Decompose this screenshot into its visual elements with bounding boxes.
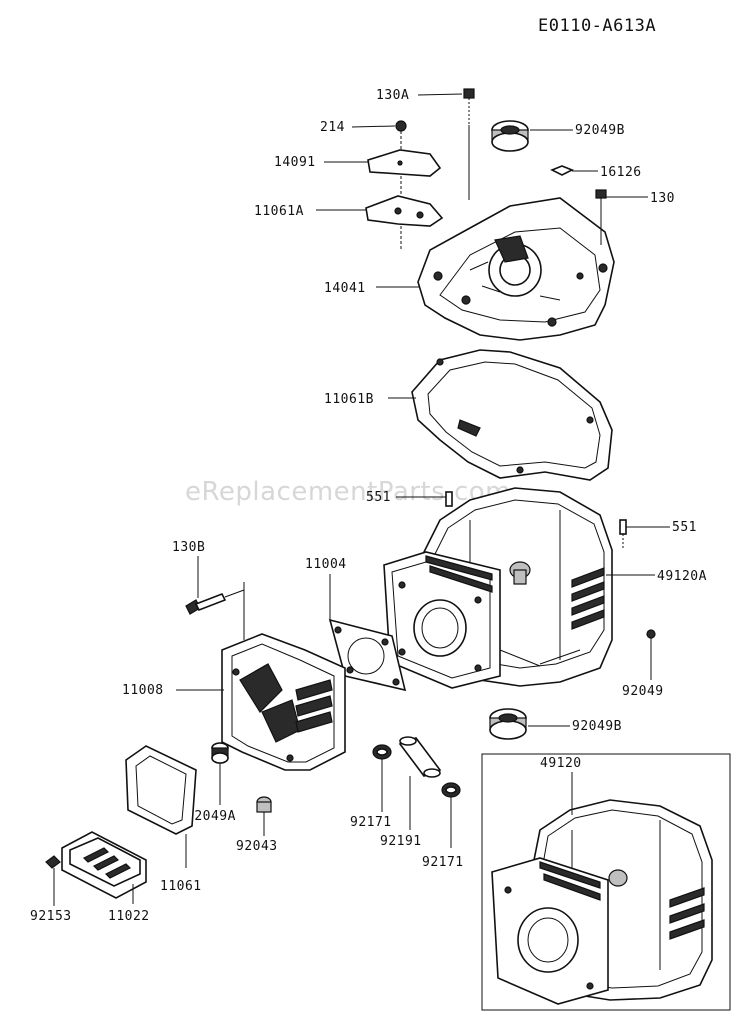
gasket-11061 bbox=[125, 745, 197, 868]
label-92049b-bottom: 92049B bbox=[572, 719, 622, 734]
seal-92049 bbox=[646, 629, 656, 680]
label-11061a: 11061A bbox=[254, 204, 304, 219]
plate-14091 bbox=[367, 149, 442, 177]
label-11008: 11008 bbox=[122, 683, 164, 698]
label-130a: 130A bbox=[376, 88, 409, 103]
valve-cover-11022 bbox=[61, 831, 147, 904]
dowel-pin-551-right bbox=[619, 519, 627, 548]
gasket-11061b bbox=[411, 349, 613, 481]
head-gasket-11004 bbox=[328, 618, 407, 692]
bolt-92153 bbox=[45, 855, 61, 906]
label-92049b-top: 92049B bbox=[575, 123, 625, 138]
crankcase-cover-14041 bbox=[417, 197, 615, 341]
label-130b: 130B bbox=[172, 540, 205, 555]
label-92191: 92191 bbox=[380, 834, 422, 849]
clamp-92171-right bbox=[441, 782, 461, 848]
oil-seal-92049b-top bbox=[491, 120, 529, 152]
bolt-130a bbox=[463, 88, 475, 200]
label-11004: 11004 bbox=[305, 557, 347, 572]
gasket-11061a bbox=[365, 195, 444, 227]
stud-92043 bbox=[256, 796, 272, 836]
label-92043: 92043 bbox=[236, 839, 278, 854]
label-130: 130 bbox=[650, 191, 675, 206]
inset-box-49120 bbox=[481, 753, 731, 1011]
cylinder-head-11008 bbox=[221, 633, 346, 771]
cylinder-block-49120a bbox=[383, 487, 613, 689]
label-92171-left: 92171 bbox=[350, 815, 392, 830]
label-92171-right: 92171 bbox=[422, 855, 464, 870]
label-551-left: 551 bbox=[366, 490, 391, 505]
screw-214 bbox=[395, 120, 407, 250]
hose-92191 bbox=[398, 736, 442, 830]
watermark: eReplacementParts.com bbox=[185, 477, 511, 507]
label-14041: 14041 bbox=[324, 281, 366, 296]
seal-92049a bbox=[211, 742, 229, 805]
label-11061b: 11061B bbox=[324, 392, 374, 407]
label-11061: 11061 bbox=[160, 879, 202, 894]
label-49120a: 49120A bbox=[657, 569, 707, 584]
bolt-130 bbox=[595, 189, 607, 245]
label-92153: 92153 bbox=[30, 909, 72, 924]
dowel-pin-551-left bbox=[445, 491, 453, 507]
clamp-92171-left bbox=[372, 744, 392, 812]
label-551-right: 551 bbox=[672, 520, 697, 535]
bolt-130b bbox=[185, 582, 245, 640]
diagram-code: E0110-A613A bbox=[538, 16, 656, 36]
label-49120: 49120 bbox=[540, 756, 582, 771]
label-92049a: 92049A bbox=[186, 809, 236, 824]
label-16126: 16126 bbox=[600, 165, 642, 180]
label-14091: 14091 bbox=[274, 155, 316, 170]
oil-seal-92049b-bottom bbox=[489, 708, 527, 740]
part-16126 bbox=[550, 165, 574, 176]
label-92049: 92049 bbox=[622, 684, 664, 699]
label-11022: 11022 bbox=[108, 909, 150, 924]
label-214: 214 bbox=[320, 120, 345, 135]
